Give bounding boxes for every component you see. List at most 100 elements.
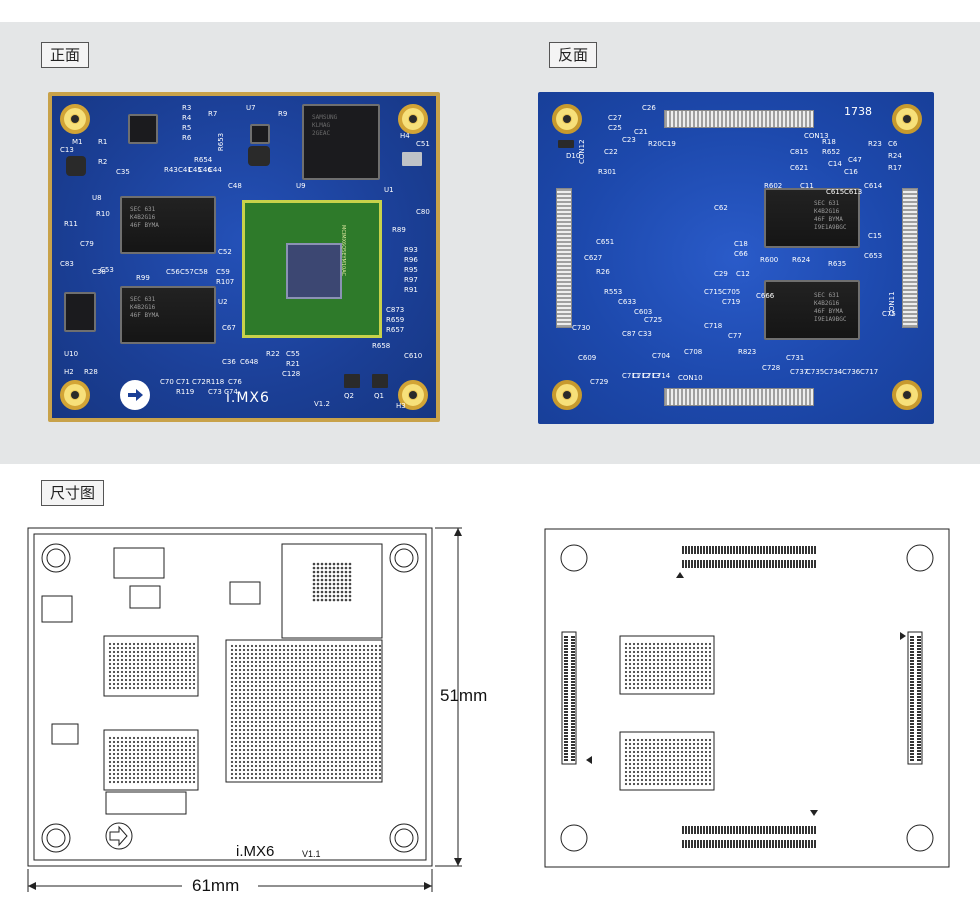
bga-ball bbox=[366, 704, 370, 708]
bga-ball bbox=[318, 744, 322, 748]
bga-ball bbox=[140, 740, 144, 744]
connector-pin bbox=[917, 642, 921, 644]
bga-ball bbox=[374, 776, 378, 780]
bga-ball bbox=[192, 666, 196, 670]
bga-ball bbox=[366, 756, 370, 760]
bga-ball bbox=[238, 708, 242, 712]
bga-ball bbox=[310, 708, 314, 712]
designator: C45 bbox=[188, 166, 202, 174]
bga-ball bbox=[692, 678, 696, 682]
bga-ball bbox=[322, 676, 326, 680]
bga-ball bbox=[310, 696, 314, 700]
connector-pin bbox=[808, 826, 810, 834]
bga-ball bbox=[112, 686, 116, 690]
connector-pin bbox=[760, 546, 762, 554]
connector-pin bbox=[700, 546, 702, 554]
bga-ball bbox=[168, 752, 172, 756]
bga-ball bbox=[672, 758, 676, 762]
bga-ball bbox=[108, 654, 112, 658]
width-dimension: 61mm bbox=[192, 876, 240, 895]
bga-ball bbox=[302, 672, 306, 676]
bga-ball bbox=[652, 750, 656, 754]
bga-ball bbox=[250, 732, 254, 736]
bga-ball bbox=[290, 720, 294, 724]
designator: C873 bbox=[386, 306, 405, 314]
bga-ball bbox=[318, 776, 322, 780]
bga-ball bbox=[286, 716, 290, 720]
bga-ball bbox=[128, 642, 132, 646]
bga-ball bbox=[140, 682, 144, 686]
bga-ball bbox=[282, 696, 286, 700]
bga-ball bbox=[314, 680, 318, 684]
bga-ball bbox=[370, 668, 374, 672]
bga-ball bbox=[336, 574, 340, 578]
bga-ball bbox=[632, 642, 636, 646]
bga-ball bbox=[266, 720, 270, 724]
bga-ball bbox=[688, 686, 692, 690]
bga-ball bbox=[270, 764, 274, 768]
bga-ball bbox=[704, 778, 708, 782]
designator: C67 bbox=[222, 324, 236, 332]
connector-pin bbox=[721, 840, 723, 848]
bga-ball bbox=[648, 766, 652, 770]
bga-ball bbox=[258, 772, 262, 776]
connector-pin bbox=[564, 696, 568, 698]
bga-ball bbox=[136, 764, 140, 768]
connector-pin bbox=[766, 826, 768, 834]
bga-ball bbox=[628, 674, 632, 678]
bga-ball bbox=[362, 772, 366, 776]
bga-ball bbox=[184, 748, 188, 752]
bga-ball bbox=[322, 692, 326, 696]
bga-ball bbox=[282, 720, 286, 724]
bga-ball bbox=[648, 742, 652, 746]
bga-ball bbox=[332, 562, 336, 566]
bga-ball bbox=[136, 756, 140, 760]
connector-pin bbox=[784, 560, 786, 568]
bga-ball bbox=[168, 768, 172, 772]
connector-pin bbox=[688, 826, 690, 834]
designator: C712 bbox=[632, 372, 651, 380]
bga-ball bbox=[362, 680, 366, 684]
bga-ball bbox=[366, 660, 370, 664]
bga-ball bbox=[266, 684, 270, 688]
bga-ball bbox=[660, 678, 664, 682]
bga-ball bbox=[624, 746, 628, 750]
bga-ball bbox=[636, 662, 640, 666]
bga-ball bbox=[680, 766, 684, 770]
bga-ball bbox=[302, 760, 306, 764]
bga-ball bbox=[636, 770, 640, 774]
connector-pin bbox=[564, 654, 568, 656]
bga-ball bbox=[680, 654, 684, 658]
bga-ball bbox=[332, 586, 336, 590]
bga-ball bbox=[192, 682, 196, 686]
bga-ball bbox=[362, 716, 366, 720]
bga-ball bbox=[298, 656, 302, 660]
bga-ball bbox=[326, 752, 330, 756]
bga-ball bbox=[148, 752, 152, 756]
bga-ball bbox=[254, 644, 258, 648]
connector-pin bbox=[917, 666, 921, 668]
bga-ball bbox=[108, 756, 112, 760]
bga-ball bbox=[192, 772, 196, 776]
bga-ball bbox=[230, 756, 234, 760]
bga-ball bbox=[370, 712, 374, 716]
bga-ball bbox=[330, 740, 334, 744]
bga-ball bbox=[242, 700, 246, 704]
connector-pin bbox=[564, 636, 568, 638]
bga-ball bbox=[116, 752, 120, 756]
bga-ball bbox=[124, 670, 128, 674]
connector-pin bbox=[814, 546, 816, 554]
connector-pin bbox=[748, 560, 750, 568]
bga-ball bbox=[270, 736, 274, 740]
bga-ball bbox=[310, 668, 314, 672]
bga-ball bbox=[262, 676, 266, 680]
bga-ball bbox=[258, 644, 262, 648]
bga-ball bbox=[302, 748, 306, 752]
bga-ball bbox=[648, 738, 652, 742]
connector-pin bbox=[790, 560, 792, 568]
bga-ball bbox=[668, 738, 672, 742]
bga-ball bbox=[238, 668, 242, 672]
bga-ball bbox=[676, 646, 680, 650]
bga-ball bbox=[366, 744, 370, 748]
bga-ball bbox=[286, 728, 290, 732]
